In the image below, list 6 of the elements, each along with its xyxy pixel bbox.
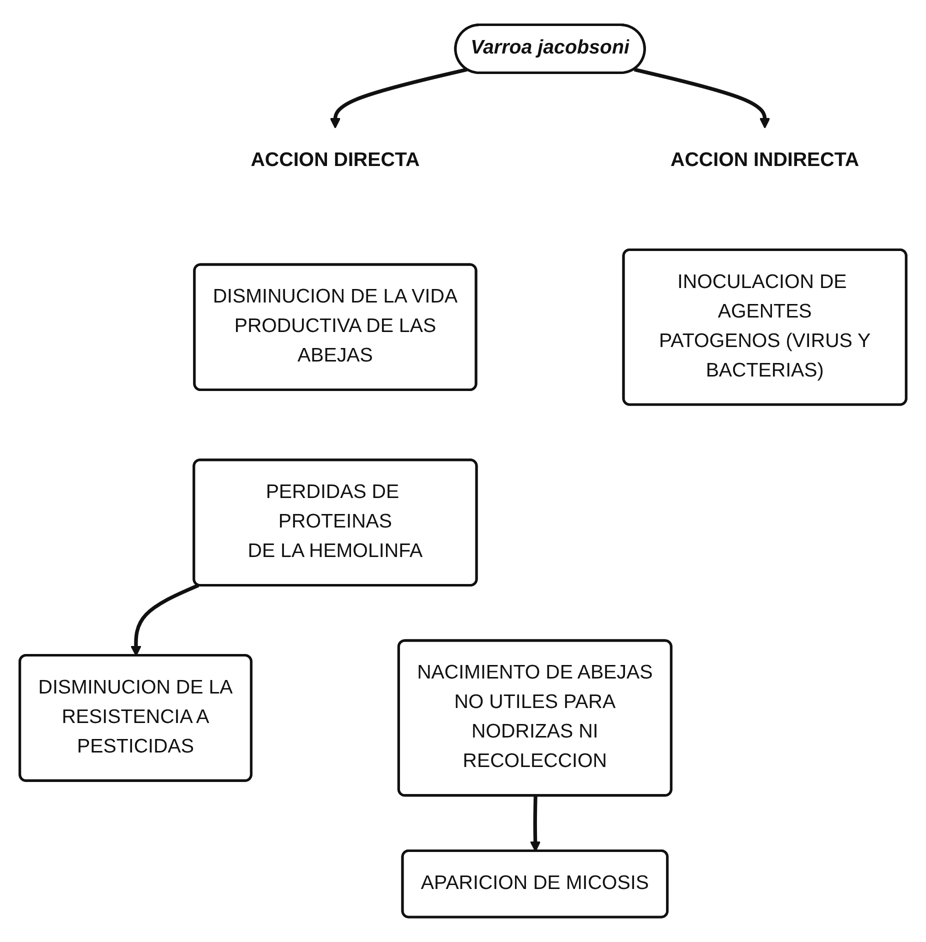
node-text: ACCION INDIRECTA xyxy=(670,150,860,172)
arrow xyxy=(634,68,770,129)
arrow xyxy=(530,796,541,852)
node-text: ACCION DIRECTA xyxy=(250,150,420,172)
arrow xyxy=(330,68,468,129)
arrow xyxy=(130,584,200,656)
